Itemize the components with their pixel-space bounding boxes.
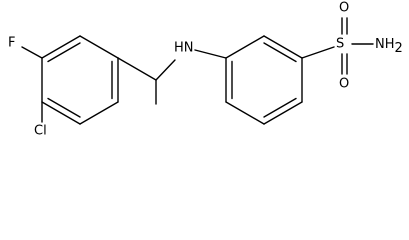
nh-ring-bond [194, 49, 227, 59]
molecule-structure-diagram: F Cl HN S O O NH2 [8, 1, 403, 139]
ring-b-double-2 [263, 97, 297, 118]
amine-nh-label: HN [174, 41, 194, 56]
ring-a-bond-3 [41, 101, 81, 125]
ring-b-double-1 [263, 42, 297, 63]
ring-b-bond-5 [225, 101, 265, 125]
chlorofluorophenyl-ring [41, 35, 119, 125]
chlorine-atom-label: Cl [34, 124, 47, 139]
sulfur-atom-label: S [336, 37, 344, 52]
oxygen-bottom-label: O [339, 77, 349, 92]
ch-nh-bond [155, 59, 176, 81]
oxygen-top-label: O [339, 1, 349, 16]
ring-b-bond-1 [225, 35, 265, 59]
ring-a-bond-1 [41, 35, 81, 59]
ring-s-bond [301, 46, 335, 59]
sulfonamide-subscript-2: 2 [395, 41, 403, 56]
ring-ch-bond [117, 57, 157, 81]
benzenesulfonamide-ring [225, 35, 303, 125]
sulfonamide-nh-text: NH [375, 37, 395, 52]
ring-b-bond-2 [263, 35, 303, 59]
ring-a-bond-6 [79, 35, 119, 59]
sulfonamide-nh2-label: NH2 [375, 37, 403, 56]
ring-a-double-1 [47, 42, 81, 63]
ring-a-double-2 [47, 97, 81, 118]
c-f-bond [21, 46, 43, 59]
ring-b-bond-4 [263, 101, 303, 125]
ring-a-bond-4 [79, 101, 119, 125]
fluorine-atom-label: F [8, 36, 15, 51]
